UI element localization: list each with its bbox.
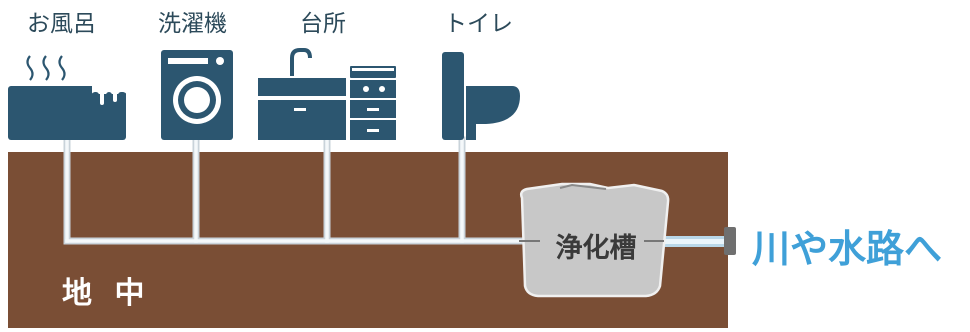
kitchen-sink-icon xyxy=(258,48,396,140)
fixture-label-kitchen: 台所 xyxy=(300,11,346,37)
fixture-label-washer: 洗濯機 xyxy=(158,11,227,37)
fixture-label-bath: お風呂 xyxy=(27,11,96,37)
septic-tank xyxy=(519,182,670,298)
washing-machine-icon xyxy=(161,50,233,140)
ground-label: 地 中 xyxy=(62,276,151,311)
drain-pipes xyxy=(63,136,524,245)
bathtub-icon xyxy=(8,55,126,140)
outflow-pipe xyxy=(660,227,736,255)
fixture-label-toilet: トイレ xyxy=(444,11,513,37)
tank-label: 浄化槽 xyxy=(555,233,637,264)
toilet-icon xyxy=(442,52,520,140)
destination-label: 川や水路へ xyxy=(752,227,943,271)
